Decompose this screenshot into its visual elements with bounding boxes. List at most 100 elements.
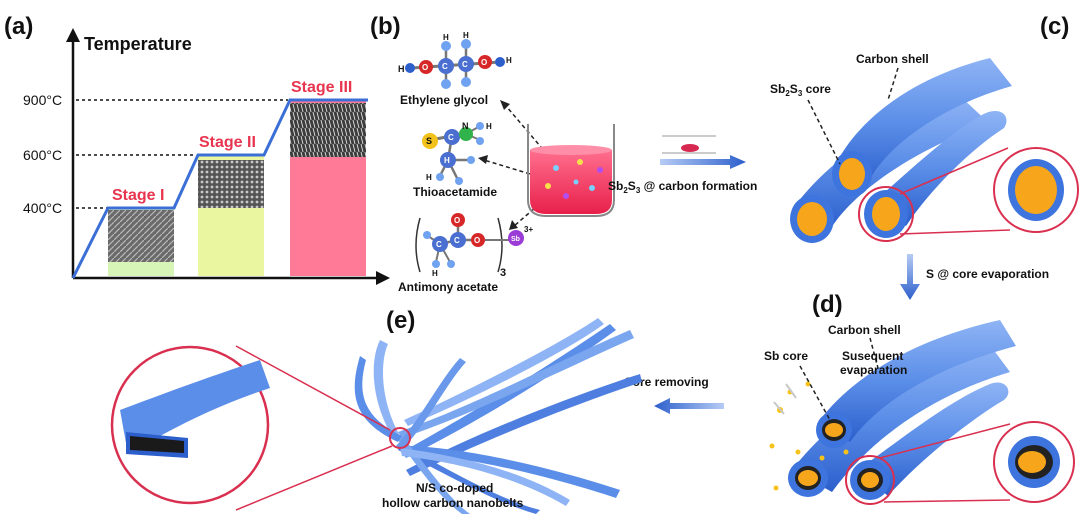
zoom-lens-c	[858, 147, 1079, 242]
temperature-profile	[71, 98, 368, 279]
y-axis-label: Temperature	[84, 34, 192, 54]
atom-h	[467, 156, 475, 164]
tick-600: 600°C	[23, 147, 62, 163]
atom-s	[422, 133, 438, 149]
hollow-nanobelts	[354, 318, 642, 514]
ethylene-glycol-molecule: H O C C O H H H	[398, 31, 512, 89]
atom-n	[459, 127, 473, 141]
stage-1-label: Stage I	[112, 187, 164, 204]
atom-h	[461, 77, 471, 87]
atom-h	[495, 57, 505, 67]
panel-e: (e) N/S co-doped hollow carbon na	[110, 307, 642, 514]
svg-text:Sb: Sb	[511, 236, 520, 243]
atom-h	[455, 177, 463, 185]
svg-text:H: H	[506, 56, 512, 65]
carbon-shell-label-d: Carbon shell	[828, 323, 901, 337]
formation-arrow	[660, 135, 746, 169]
svg-text:H: H	[444, 156, 450, 165]
evaporating-tubes	[788, 320, 1016, 500]
atom-h	[436, 173, 444, 181]
atom-h	[447, 260, 455, 268]
atom-h	[441, 41, 451, 51]
svg-text:O: O	[481, 58, 487, 67]
svg-text:S: S	[426, 136, 432, 146]
panel-b-tag: (b)	[370, 13, 401, 40]
antimony-acetate-label: Antimony acetate	[398, 280, 498, 294]
arrowhead-ta	[478, 155, 488, 164]
arrowhead-sb	[509, 220, 518, 230]
atom-c	[440, 152, 456, 168]
svg-text:C: C	[436, 240, 442, 249]
core-pointer	[807, 99, 841, 165]
svg-text:H: H	[426, 173, 432, 182]
atom-o	[419, 60, 433, 74]
nanobelt-caption-2: hollow carbon nanobelts	[382, 496, 524, 510]
stage-3-sem	[290, 103, 366, 157]
panel-b: (b) H O C C O H H H Ethylen	[370, 13, 757, 294]
svg-text:O: O	[474, 236, 480, 245]
tick-900: 900°C	[23, 92, 62, 108]
core-removing-label: Core removing	[624, 375, 709, 389]
zoom-lens-d	[845, 421, 1075, 505]
panel-d-tag: (d)	[812, 291, 843, 318]
svg-text:H: H	[443, 33, 449, 42]
sb2s3-core-label: Sb2S3 core	[770, 82, 831, 98]
svg-text:O: O	[422, 63, 428, 72]
svg-text:N: N	[462, 121, 469, 131]
panel-d: (d)	[764, 291, 1075, 505]
svg-text:H: H	[398, 64, 405, 74]
svg-text:C: C	[462, 60, 468, 69]
sb-core-pointer	[799, 365, 831, 421]
svg-text:H: H	[432, 269, 438, 278]
svg-text:H: H	[463, 31, 469, 40]
sb-core-label: Sb core	[764, 349, 808, 363]
evaporation-label: S @ core evaporation	[926, 267, 1049, 281]
atom-h	[461, 39, 471, 49]
panel-a: (a) Temperature 400°C 600°C 900°C Stage …	[4, 13, 390, 285]
svg-text:3: 3	[500, 267, 506, 279]
svg-text:C: C	[448, 133, 454, 142]
atom-h	[441, 79, 451, 89]
nanobelt-caption-1: N/S co-doped	[416, 481, 493, 495]
svg-text:H: H	[486, 122, 492, 131]
evaporation-arrow	[900, 254, 920, 300]
evap-label-2: evaparation	[840, 363, 907, 377]
evap-label-1: Susequent	[842, 349, 903, 363]
svg-text:C: C	[454, 236, 460, 245]
svg-text:3+: 3+	[524, 225, 533, 234]
atom-c	[458, 56, 474, 72]
shell-pointer-d	[869, 337, 879, 369]
atom-c	[444, 129, 460, 145]
formation-label: Sb2S3 @ carbon formation	[608, 179, 757, 195]
atom-h	[405, 63, 415, 73]
carbon-shell-label-c: Carbon shell	[856, 52, 929, 66]
core-shell-tubes	[790, 58, 1012, 243]
antimony-acetate-molecule: O C C O Sb H 3 3+	[415, 213, 533, 279]
svg-text:C: C	[442, 62, 448, 71]
zoom-lens-e	[110, 345, 411, 511]
atom-c	[450, 232, 466, 248]
atom-c	[432, 236, 448, 252]
arrowhead-eg	[500, 100, 510, 110]
atom-sb	[508, 230, 524, 246]
atom-h	[423, 231, 431, 239]
atom-c	[438, 58, 454, 74]
atom-h	[476, 137, 484, 145]
panel-c: (c) Sb2S3 core Carbon shell	[770, 13, 1079, 243]
evaporating-particles	[769, 381, 849, 491]
atom-o	[478, 55, 492, 69]
stage-3-label: Stage III	[291, 79, 352, 96]
svg-text:O: O	[454, 216, 460, 225]
atom-h	[432, 260, 440, 268]
ethylene-glycol-label: Ethylene glycol	[400, 93, 488, 107]
thioacetamide-molecule: S N C H H H	[422, 121, 492, 185]
atom-h	[476, 122, 484, 130]
stage-2-label: Stage II	[199, 134, 256, 151]
tick-400: 400°C	[23, 200, 62, 216]
thioacetamide-label: Thioacetamide	[413, 185, 497, 199]
stage-1-sem	[108, 210, 174, 262]
shell-pointer-c	[887, 67, 899, 101]
panel-e-tag: (e)	[386, 307, 415, 334]
core-removing-arrow	[654, 398, 724, 414]
